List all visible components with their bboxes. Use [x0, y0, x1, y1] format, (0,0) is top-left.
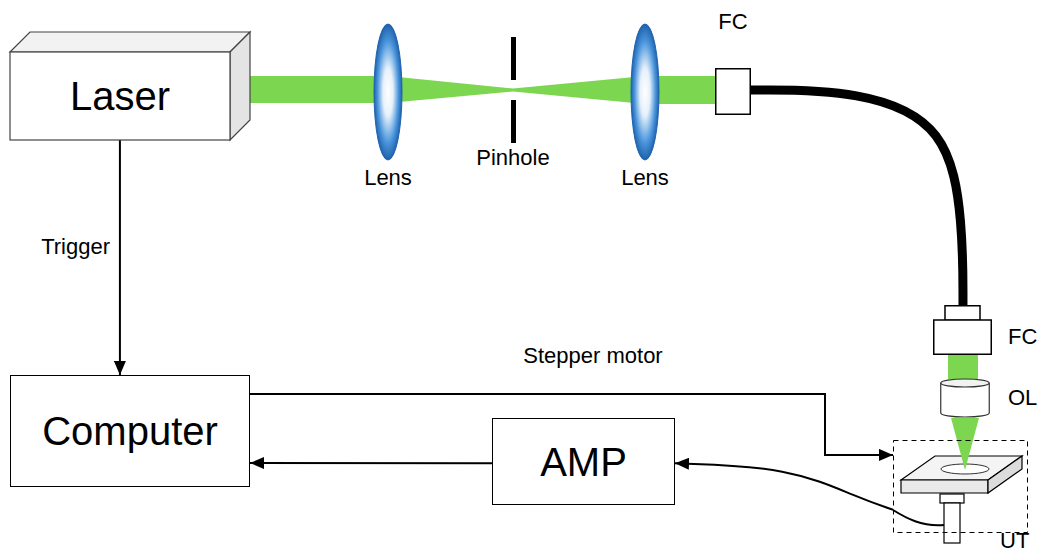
coupler-body — [716, 69, 751, 115]
fiber-output-beam — [948, 355, 978, 379]
pinhole-bar — [511, 37, 516, 80]
objective-lens: OL — [940, 378, 990, 418]
converging-beam — [388, 76, 513, 103]
signal-arrow — [119, 140, 121, 375]
optical-fiber — [751, 90, 963, 305]
lens: Lens — [617, 20, 673, 194]
signal-arrow — [675, 463, 893, 510]
node-label: FC — [1008, 325, 1037, 349]
edge-label: Trigger — [39, 235, 112, 259]
node-label: AMP — [540, 439, 627, 485]
diverging-beam — [513, 76, 645, 104]
sample-plate-side — [988, 456, 1022, 493]
lens-shape — [374, 24, 402, 160]
lens: Lens — [360, 20, 416, 194]
pinhole: Pinhole — [470, 35, 560, 172]
laser-beam — [245, 76, 390, 103]
dashed-outline — [894, 441, 1028, 533]
transducer-body — [944, 503, 960, 543]
coupler-cap — [945, 306, 980, 321]
node-outline — [940, 378, 990, 418]
fiber-coupler: FC — [715, 68, 751, 115]
box-front-face — [10, 52, 230, 140]
coupler-body — [934, 320, 992, 354]
laser-box: Laser — [10, 32, 250, 140]
computer-box: Computer — [10, 375, 250, 487]
node-label: Lens — [364, 166, 412, 190]
node-label: UT — [1000, 529, 1029, 553]
box-top-face — [10, 32, 250, 52]
signal-arrow — [250, 462, 492, 464]
node-label: Pinhole — [476, 146, 549, 170]
node-label: Computer — [42, 408, 218, 454]
amplifier-box: AMP — [492, 418, 675, 505]
node-outline — [933, 305, 992, 355]
objective-body — [941, 383, 990, 417]
focused-beam — [951, 418, 979, 470]
node-label: OL — [1008, 386, 1037, 410]
pinhole-bar — [511, 100, 516, 143]
transducer-cable — [893, 510, 944, 525]
box-side-face — [230, 32, 250, 140]
node-outline — [893, 440, 1028, 533]
node-label: FC — [718, 10, 747, 34]
objective-top — [941, 379, 990, 387]
sample-stage: UT — [893, 440, 1028, 533]
node-label: Laser — [10, 73, 230, 119]
lens-shape — [631, 24, 659, 160]
edge-label: Stepper motor — [521, 344, 664, 368]
transducer-ring — [940, 494, 964, 503]
fiber-coupler: FC — [933, 305, 992, 355]
node-label: Lens — [621, 166, 669, 190]
node-outline — [715, 68, 751, 115]
sample-plate-front — [901, 480, 988, 493]
